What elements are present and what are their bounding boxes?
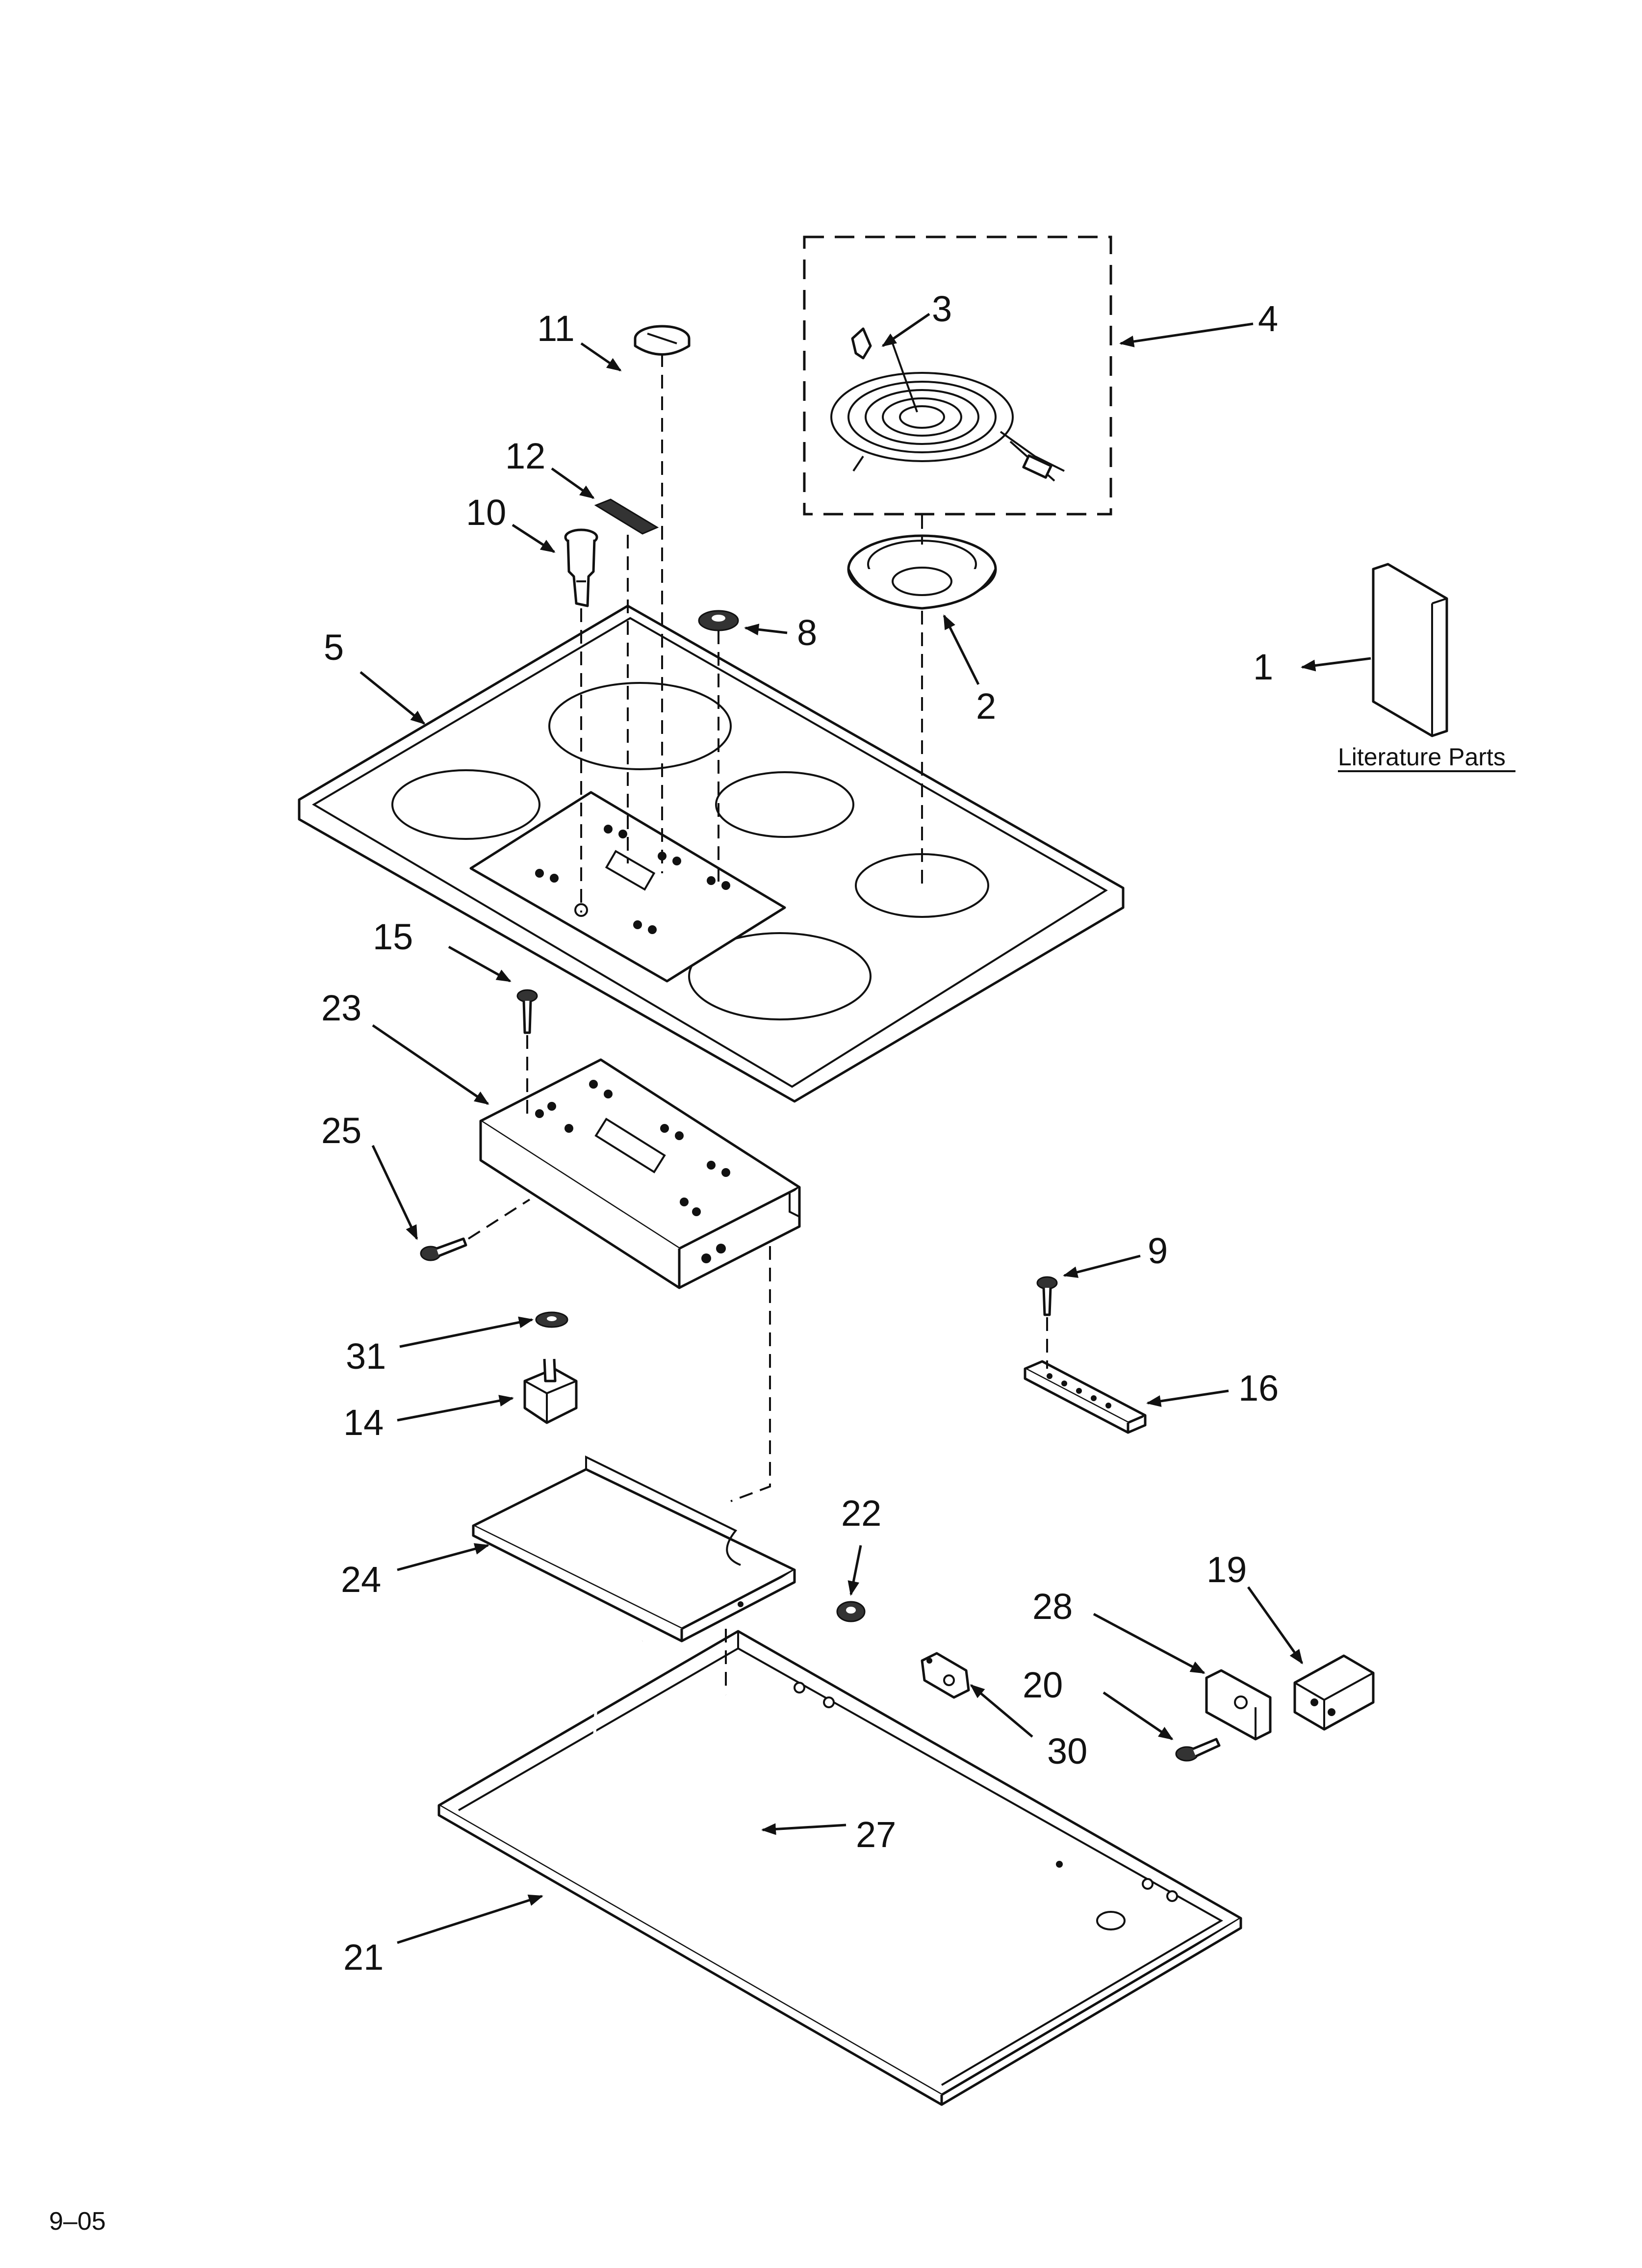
alignment-lines <box>467 353 1048 1688</box>
callout-31: 31 <box>346 1336 386 1377</box>
washer <box>535 1311 568 1328</box>
callout-19: 19 <box>1206 1549 1247 1590</box>
mounting-bracket <box>1024 1360 1147 1434</box>
hinge <box>1293 1654 1375 1731</box>
callout-14: 14 <box>343 1402 384 1443</box>
callout-4: 4 <box>1258 298 1278 339</box>
indicator-light <box>564 528 598 607</box>
bottom-pan <box>437 1630 1242 2106</box>
callout-22: 22 <box>841 1493 881 1534</box>
cooktop-main-top <box>298 604 1125 1103</box>
terminal-block <box>921 1652 970 1699</box>
callout-25: 25 <box>321 1110 361 1151</box>
callout-3: 3 <box>932 288 952 329</box>
callout-8: 8 <box>797 612 817 653</box>
callout-23: 23 <box>321 988 361 1028</box>
hinge-bracket <box>1205 1669 1272 1741</box>
control-panel-housing <box>479 1058 801 1289</box>
grommet <box>698 610 739 631</box>
callout-20: 20 <box>1023 1665 1063 1705</box>
control-knob <box>634 325 691 356</box>
callout-28: 28 <box>1032 1586 1073 1627</box>
callout-9: 9 <box>1148 1230 1168 1271</box>
surface-element-assembly <box>803 235 1112 516</box>
nameplate-badge <box>594 498 659 535</box>
callout-15: 15 <box>373 916 413 957</box>
leader-arrows <box>359 313 1371 1944</box>
date-code: 9–05 <box>49 2207 106 2236</box>
infinite-switch <box>523 1358 578 1424</box>
callout-2: 2 <box>976 686 996 727</box>
screw-15 <box>516 989 538 1034</box>
literature-booklet <box>1372 563 1448 737</box>
callout-1: 1 <box>1253 647 1273 687</box>
drip-bowl <box>847 534 997 610</box>
callout-11: 11 <box>537 308 575 349</box>
callout-27: 27 <box>856 1814 896 1855</box>
literature-parts-label: Literature Parts <box>1338 743 1506 771</box>
wire-harness <box>587 1640 765 1965</box>
callout-24: 24 <box>341 1559 381 1600</box>
callout-21: 21 <box>343 1937 384 1978</box>
callout-10: 10 <box>466 492 506 533</box>
screw-9 <box>1036 1276 1058 1316</box>
plug-button <box>836 1601 866 1622</box>
callout-16: 16 <box>1238 1368 1279 1408</box>
callout-labels: 1 2 3 4 5 8 9 10 11 12 14 15 16 19 20 21… <box>321 288 1279 1978</box>
element-clip <box>851 327 872 360</box>
screw-25 <box>420 1237 467 1261</box>
callout-12: 12 <box>505 436 545 476</box>
surface-element-coil <box>830 343 1065 482</box>
callout-30: 30 <box>1047 1731 1087 1772</box>
screw-20 <box>1175 1738 1221 1762</box>
callout-5: 5 <box>324 627 344 668</box>
control-tray <box>472 1455 796 1642</box>
